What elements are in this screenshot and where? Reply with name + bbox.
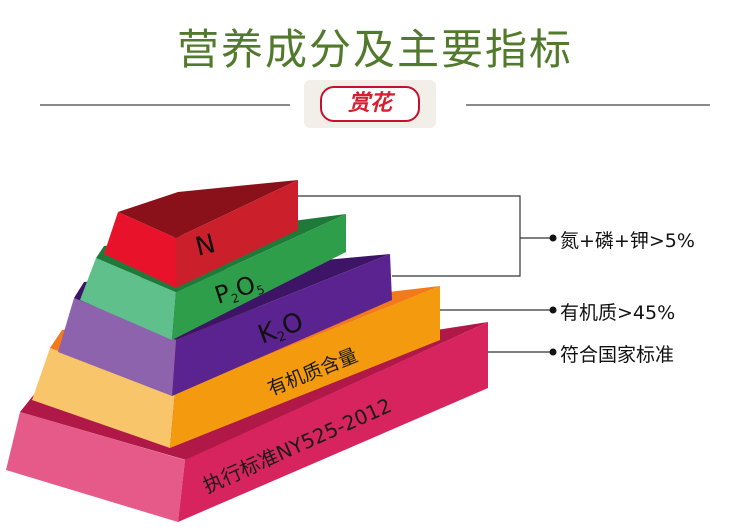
layer-k2o-front	[172, 254, 392, 396]
layer-standard-front	[178, 322, 488, 522]
brand-logo: 赏花	[320, 86, 420, 122]
page-title: 营养成分及主要指标	[176, 25, 573, 74]
layer-p2o5-front	[172, 214, 346, 340]
standard-annotation: 符合国家标准	[560, 344, 675, 366]
layer-organic-side	[32, 348, 175, 448]
layer-standard-side	[6, 412, 185, 522]
npk-bullet	[549, 234, 557, 242]
title-rule-left	[40, 104, 290, 106]
organic-annotation: 有机质>45%	[560, 302, 676, 324]
organic-bullet	[549, 306, 557, 314]
layer-k2o-side	[58, 298, 176, 396]
pyramid-layer-n: N	[104, 180, 298, 288]
title-rule-right	[466, 104, 710, 106]
layer-n-top	[118, 180, 298, 238]
npk-bracket	[298, 195, 521, 277]
standard-bullet	[549, 348, 557, 356]
layer-n-front	[176, 180, 298, 288]
layer-n-side	[104, 212, 176, 288]
brand-badge: 赏花	[304, 80, 436, 128]
layer-organic-front	[170, 286, 440, 448]
layer-p2o5-label: P2O5	[211, 268, 266, 311]
npk-annotation: 氮+磷+钾>5%	[560, 230, 695, 252]
layer-p2o5-side	[80, 258, 176, 340]
